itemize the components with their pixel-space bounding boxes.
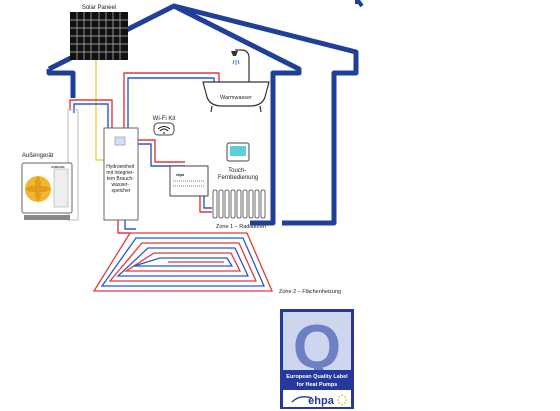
badge-brand: ehpa (308, 395, 335, 407)
wifi-kit-label: Wi-Fi Kit (153, 116, 176, 122)
zone2-label: Zone 2 – Flächenheizung (279, 289, 341, 295)
badge-line2: for Heat Pumps (297, 382, 338, 388)
quality-label-badge: Q European Quality Label for Heat Pumps … (280, 309, 354, 409)
underfloor-heating (92, 232, 273, 292)
wifi-icon (153, 122, 175, 136)
touch-remote-icon (226, 142, 250, 162)
radiator-icon (212, 189, 266, 219)
pipes (69, 72, 220, 234)
controller-brand: ehpa (176, 173, 184, 177)
hydro-unit-label: Hydroeinheit mit integrier- tem Brauch- … (106, 164, 135, 194)
hydro-unit (103, 127, 139, 221)
zone1-label: Zone 1 – Radiatoren (216, 224, 266, 230)
outdoor-brand: SAMSUNG (51, 165, 64, 169)
controller-box: ehpa (169, 165, 209, 197)
hot-water-label: Warmwasser (220, 95, 252, 101)
solar-panel-label: Solar Paneel (82, 5, 116, 11)
outdoor-unit-label: Außengerät (22, 153, 54, 159)
solar-panel (70, 12, 128, 60)
solar-cable (95, 60, 104, 161)
house-outline (46, 0, 364, 226)
bathtub-icon (202, 49, 270, 113)
touch-remote-label: Touch- Fernbedienung (218, 168, 258, 181)
eu-stars-icon (337, 394, 347, 406)
badge-line1: European Quality Label (286, 374, 348, 380)
outdoor-unit: SAMSUNG (21, 109, 79, 221)
